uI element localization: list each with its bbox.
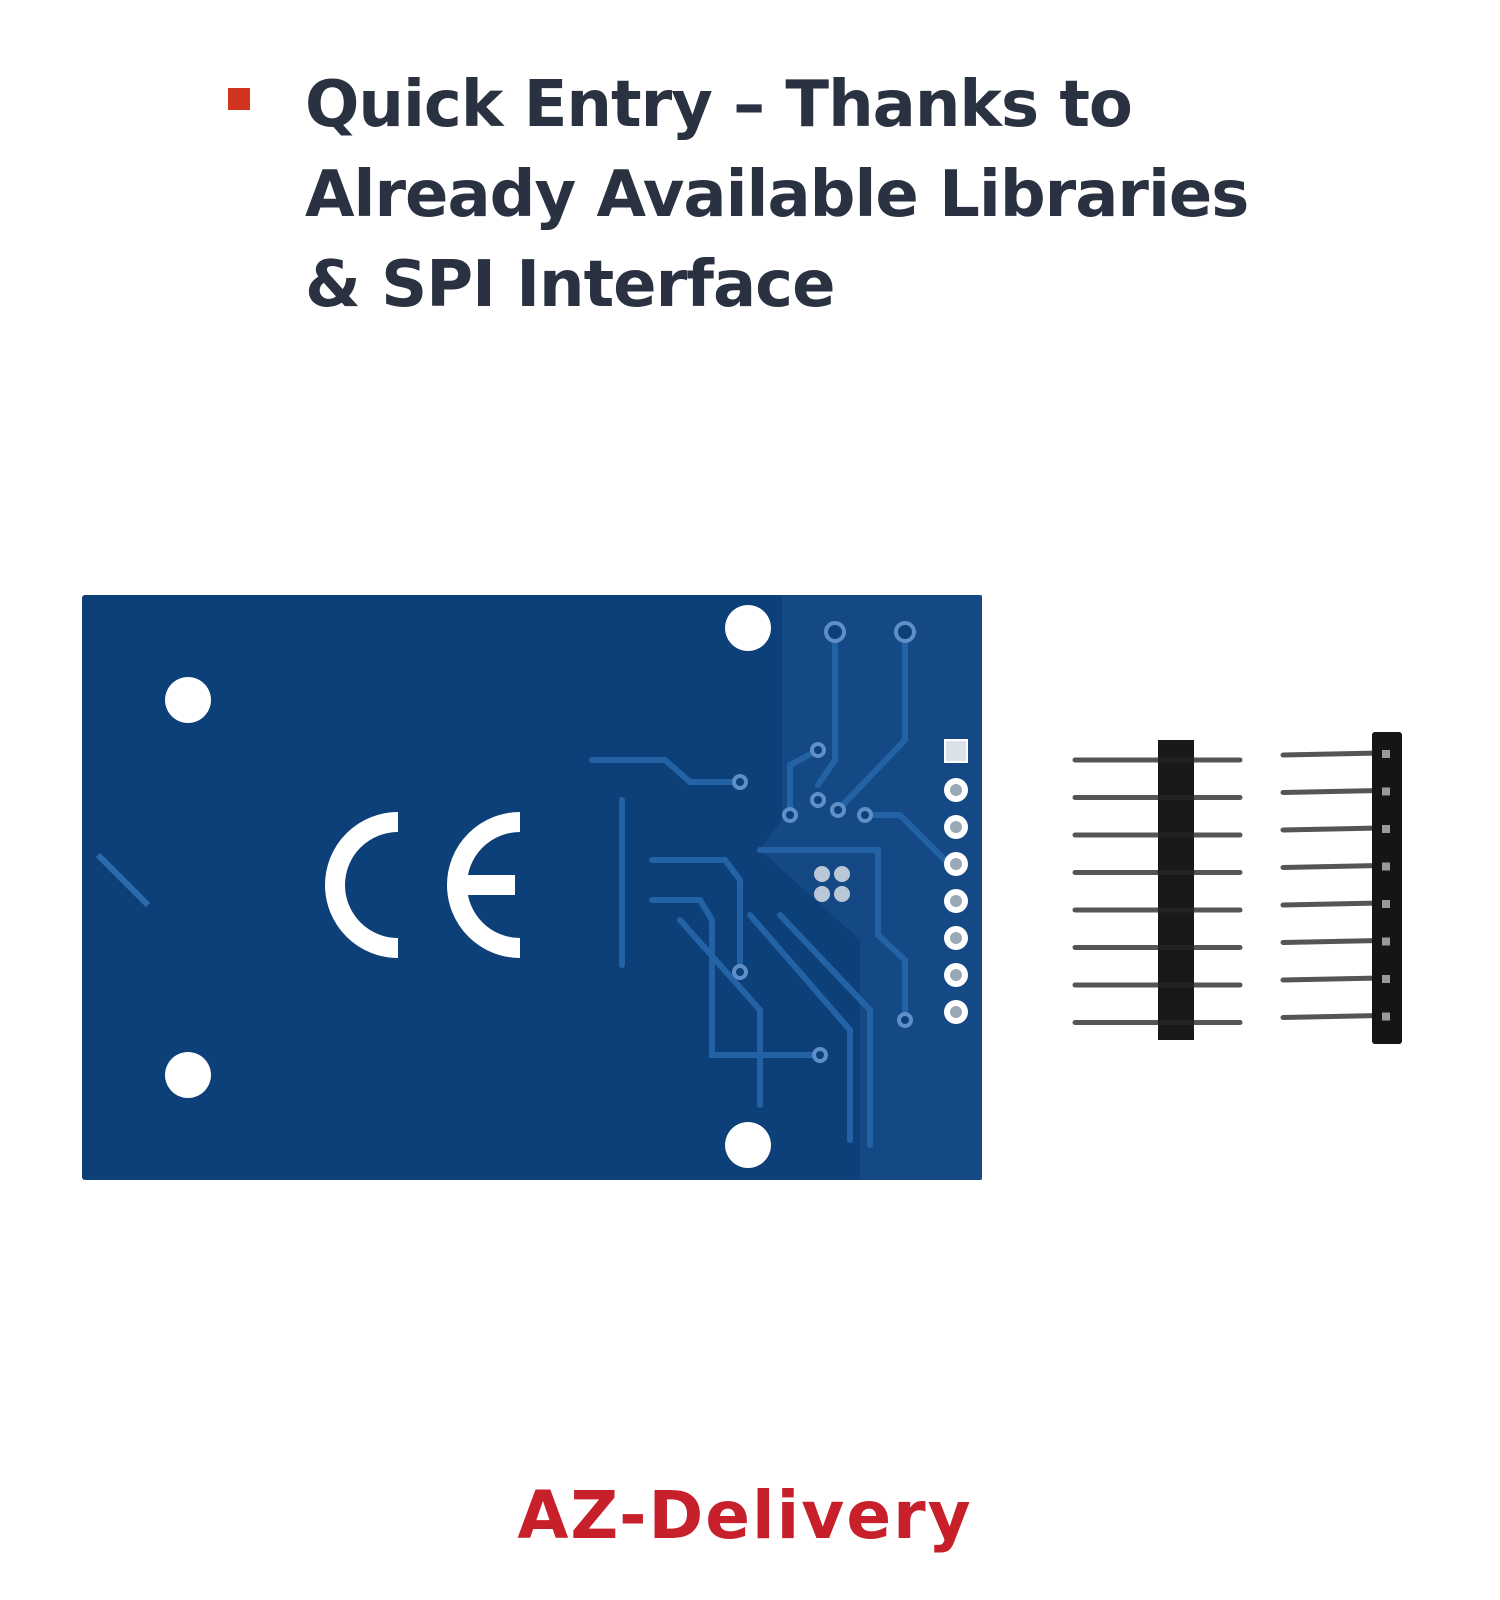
header-pin [1280,900,1383,908]
header-pin [1280,863,1383,870]
az-delivery-logo: AZ-Delivery [517,1477,972,1554]
feature-title-line-2: Already Available Libraries [305,158,1249,232]
header-pin [1280,1013,1383,1020]
header-pin-end [1382,750,1390,758]
header-pin-end [1382,1012,1390,1021]
mounting-hole-icon [725,1122,771,1168]
header-plastic-overlay [1158,740,1194,1040]
header-pin-end [1382,975,1390,983]
header-pin-end [1382,787,1390,796]
header-pin-end [1382,900,1390,908]
header-pin-end [1382,862,1390,871]
ce-mark-icon [325,812,521,958]
mounting-hole-icon [165,677,211,723]
straight-pin-header [1072,740,1243,1040]
feature-title-line-3: & SPI Interface [305,248,836,322]
header-pin [1280,788,1383,795]
quad-solder-pads [814,866,850,902]
header-pin-end [1382,825,1390,833]
pcb-trace-area [760,595,982,1180]
mounting-hole-icon [725,605,771,651]
mounting-hole-icon [165,1052,211,1098]
header-pin-pads [944,739,968,1024]
bullet-square-icon [228,88,250,110]
pcb-vias [732,621,916,1063]
feature-title-line-1: Quick Entry – Thanks to [305,68,1133,142]
pcb-traces [589,637,958,1148]
header-pin [1280,750,1383,758]
feature-title: Quick Entry – Thanks to Already Availabl… [305,60,1249,330]
product-photo [82,595,1402,1180]
header-plastic-body [1372,732,1402,1044]
header-pin [1280,938,1383,945]
brand-name: AZ-Delivery [517,1477,972,1554]
rfid-board [82,595,982,1180]
header-pin [1280,975,1383,983]
header-pin [1280,825,1383,833]
pcb-silkscreen-mark [95,852,151,908]
feature-headline: Quick Entry – Thanks to Already Availabl… [228,60,1348,330]
header-pin-end [1382,937,1390,946]
angled-pin-header [1280,732,1402,1044]
